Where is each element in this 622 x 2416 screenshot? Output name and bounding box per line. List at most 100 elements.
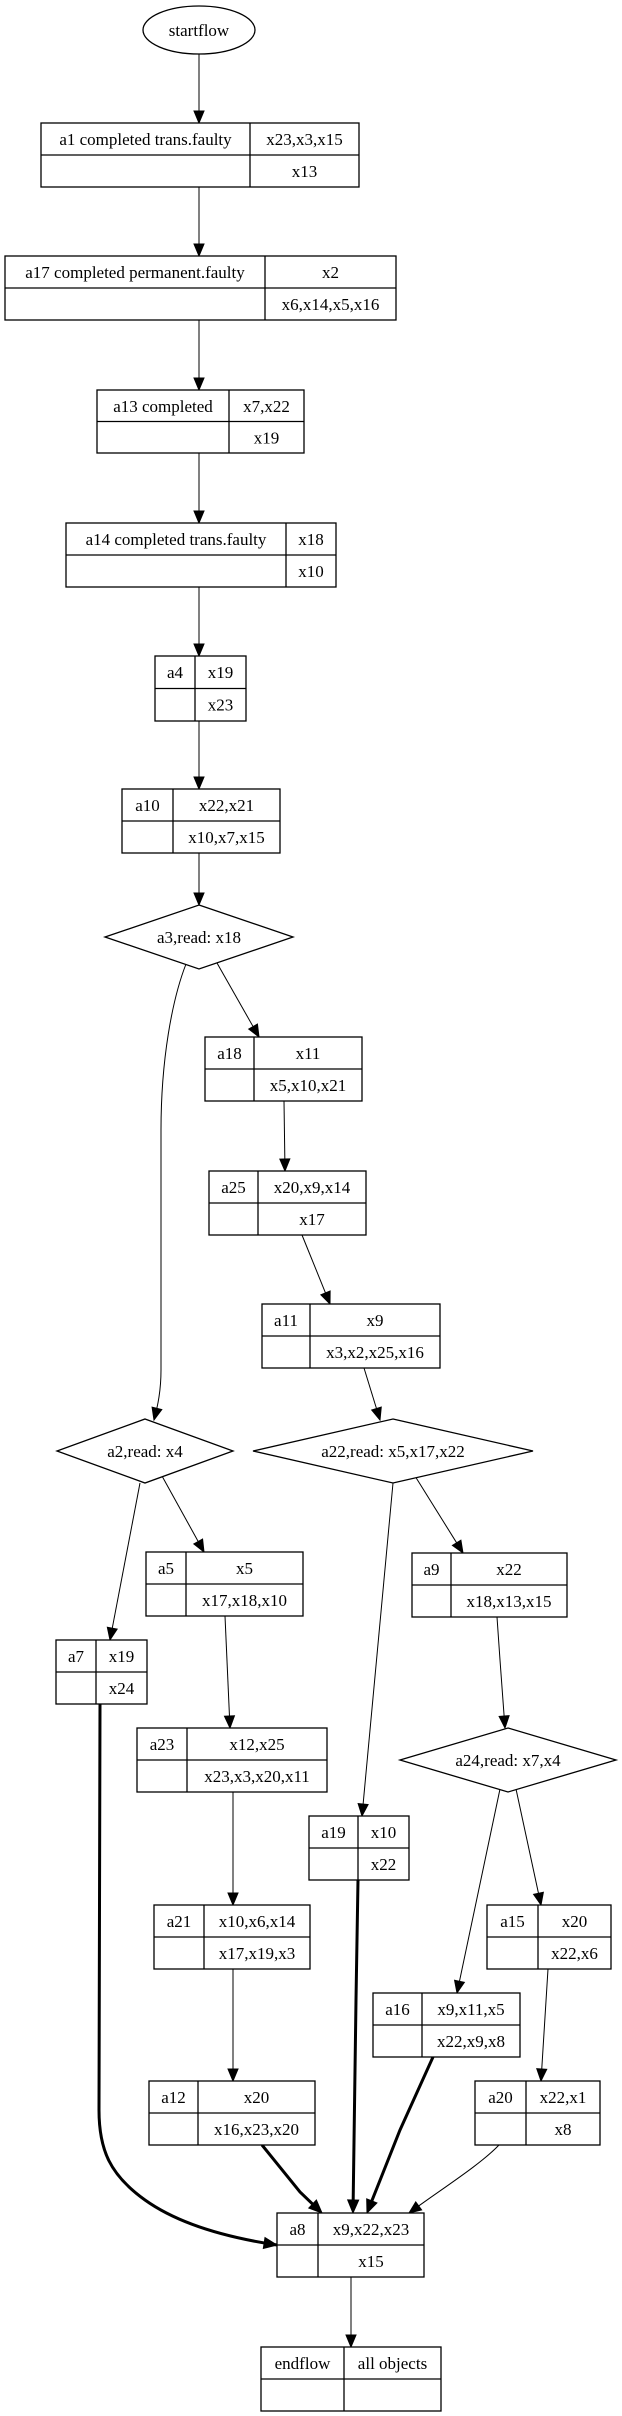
arrowhead [262,2236,279,2250]
node-bottom-right-value: x23,x3,x20,x11 [204,1767,310,1786]
decision-a24[interactable]: a24,read: x7,x4 [397,1727,619,1793]
node-bottom-right-value: x6,x14,x5,x16 [282,295,380,314]
arrowhead [532,1891,544,1907]
node-label: a10 [135,796,160,815]
edge-a5-a23 [223,1615,236,1730]
edge-a11-a22 [363,1367,382,1422]
node-label: a7 [68,1647,85,1666]
node-label: a9 [423,1560,439,1579]
edge-a2-a5 [161,1475,205,1554]
arrowhead [357,1803,369,1818]
node-bottom-right-value: x19 [254,429,280,448]
decision-a2[interactable]: a2,read: x4 [55,1418,235,1484]
node-label: a5 [158,1559,174,1578]
node-top-right-value: x22 [496,1560,522,1579]
node-top-right-value: x19 [109,1647,135,1666]
node-top-right-value: x9 [367,1311,384,1330]
arrowhead [498,1715,510,1730]
node-label: a4 [167,663,184,682]
edge-line [363,1367,377,1409]
edge-a7-a8 [97,1703,279,2250]
edge-a12-a8 [260,2144,323,2214]
arrowhead [192,1538,205,1554]
node-label: a1 completed trans.faulty [59,130,232,149]
node-startflow[interactable]: startflow [142,5,256,55]
node-top-right-value: x9,x11,x5 [437,2000,504,2019]
edge-a4-a10 [193,721,205,791]
edge-a14-a4 [193,587,205,658]
arrowhead [319,1290,331,1306]
decision-diamond [55,1418,235,1484]
decision-a3[interactable]: a3,read: x18 [102,904,296,970]
decision-diamond [252,1418,534,1484]
edge-line [351,1879,360,2201]
arrowhead [346,2199,360,2215]
node-top-right-value: x7,x22 [243,397,290,416]
edge-line [97,1703,278,2247]
arrowhead [193,643,205,658]
edge-line [161,1475,199,1542]
arrowhead [193,892,205,907]
edge-line [224,1615,230,1717]
edge-line [260,2144,314,2206]
edge-line [301,1234,326,1294]
node-bottom-right-value: x16,x23,x20 [214,2120,299,2139]
start-ellipse [142,5,256,55]
edge-a15-a20 [536,1968,549,2083]
arrowhead [193,510,205,525]
node-label: a14 completed trans.faulty [86,530,267,549]
node-top-right-value: x12,x25 [229,1735,284,1754]
node-bottom-right-value: x5,x10,x21 [270,1076,347,1095]
edge-a17-a13 [193,320,205,392]
node-label: a25 [221,1178,246,1197]
edge-a23-a21 [227,1792,239,1907]
edge-line [408,2144,500,2214]
node-label: a18 [217,1044,242,1063]
edge-a19-a8 [346,1879,360,2215]
arrowhead [151,1406,163,1422]
edge-line [362,1482,394,1805]
arrowhead [227,2068,239,2083]
node-label: a20 [488,2088,513,2107]
node-bottom-right-value: x23 [208,696,234,715]
decision-label: a22,read: x5,x17,x22 [321,1442,465,1461]
node-label: endflow [275,2354,331,2373]
arrowhead [370,1406,382,1422]
edge-line [541,1968,549,2070]
arrowhead [279,1158,291,1173]
node-top-right-value: x20 [244,2088,270,2107]
arrowhead [345,2334,357,2349]
node-label: a17 completed permanent.faulty [25,263,245,282]
edge-line [111,1482,141,1629]
node-label: a19 [321,1823,346,1842]
edge-a22-a9 [414,1475,464,1555]
node-bottom-right-value: x17,x19,x3 [219,1944,296,1963]
node-top-right-value: x10,x6,x14 [219,1912,296,1931]
decision-a22[interactable]: a22,read: x5,x17,x22 [252,1418,534,1484]
node-top-right-value: x22,x1 [540,2088,587,2107]
arrowhead [536,2068,548,2083]
arrowhead [451,1539,464,1555]
